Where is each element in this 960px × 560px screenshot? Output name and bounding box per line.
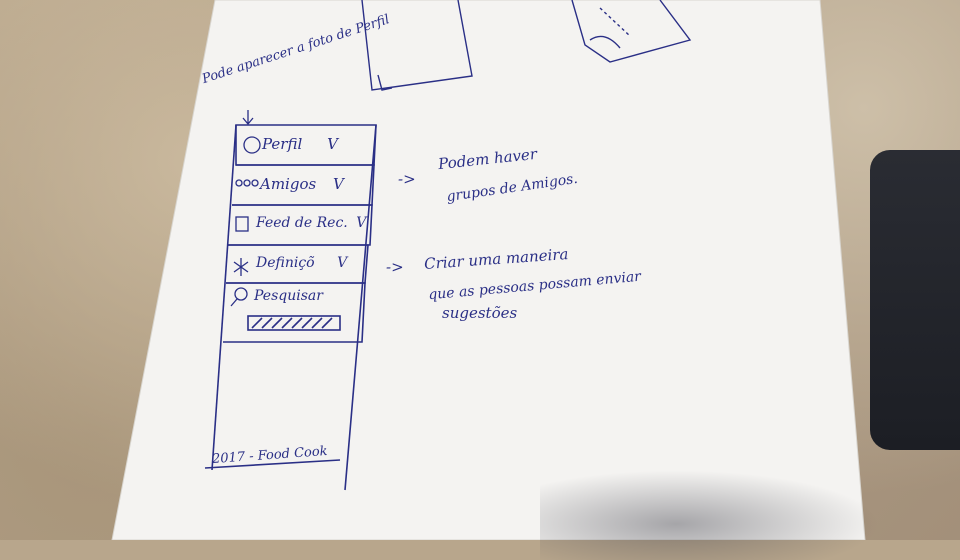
dark-cushion <box>870 150 960 450</box>
menu-item-label: Definiçõ <box>256 255 315 271</box>
search-icon <box>230 287 248 307</box>
search-label[interactable]: Pesquisar <box>254 288 323 304</box>
chevron-down-icon: V <box>337 255 348 271</box>
menu-item-perfil[interactable]: Perfil V <box>262 135 338 153</box>
chevron-down-icon: V <box>327 135 338 153</box>
paper-sheet <box>111 0 866 540</box>
hand-shadow <box>540 470 880 560</box>
menu-item-definicoes[interactable]: Definiçõ V <box>256 255 347 271</box>
note-arrow <box>242 110 254 126</box>
arrow-definicoes: -> <box>386 258 404 276</box>
arrow-amigos: -> <box>398 170 416 188</box>
menu-item-feed[interactable]: Feed de Rec. V <box>256 215 366 231</box>
face-icon <box>243 136 261 154</box>
chevron-down-icon: V <box>356 215 367 231</box>
menu-item-amigos[interactable]: Amigos V <box>260 175 344 193</box>
note-defs-line3: sugestões <box>442 304 518 322</box>
list-icon <box>235 216 249 232</box>
phone-frame <box>204 124 377 491</box>
menu-item-label: Amigos <box>260 175 317 193</box>
chevron-down-icon: V <box>332 175 344 193</box>
menu-item-label: Feed de Rec. <box>256 215 348 231</box>
top-sketch-fragments <box>361 0 692 91</box>
gear-icon <box>233 258 249 276</box>
menu-item-label: Perfil <box>262 135 303 153</box>
friends-icon <box>235 179 259 187</box>
